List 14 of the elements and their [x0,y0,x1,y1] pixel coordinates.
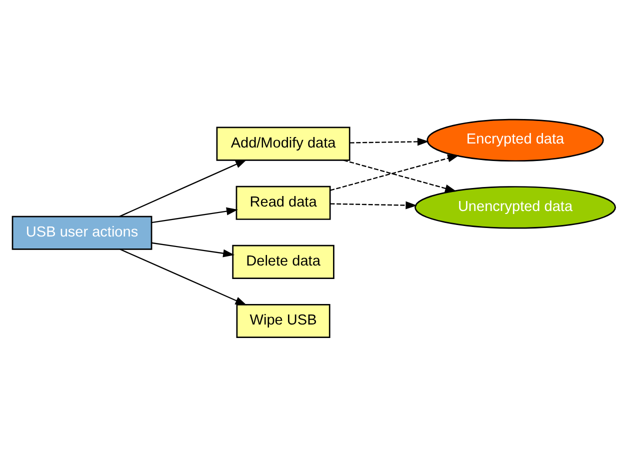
arrow [119,160,247,217]
arrow [151,207,238,224]
arrow [120,248,247,306]
node-box: Add/Modify data [216,126,350,161]
node-ellipse: Unencrypted data [414,186,616,229]
arrow [330,154,460,191]
node-box: USB user actions [12,216,152,250]
node-box: Read data [236,186,331,220]
arrow [343,160,457,192]
node-box: Wipe USB [236,304,330,338]
node-box: Delete data [232,244,334,279]
arrow [330,201,418,210]
arrow [151,242,235,258]
arrow [350,138,429,146]
